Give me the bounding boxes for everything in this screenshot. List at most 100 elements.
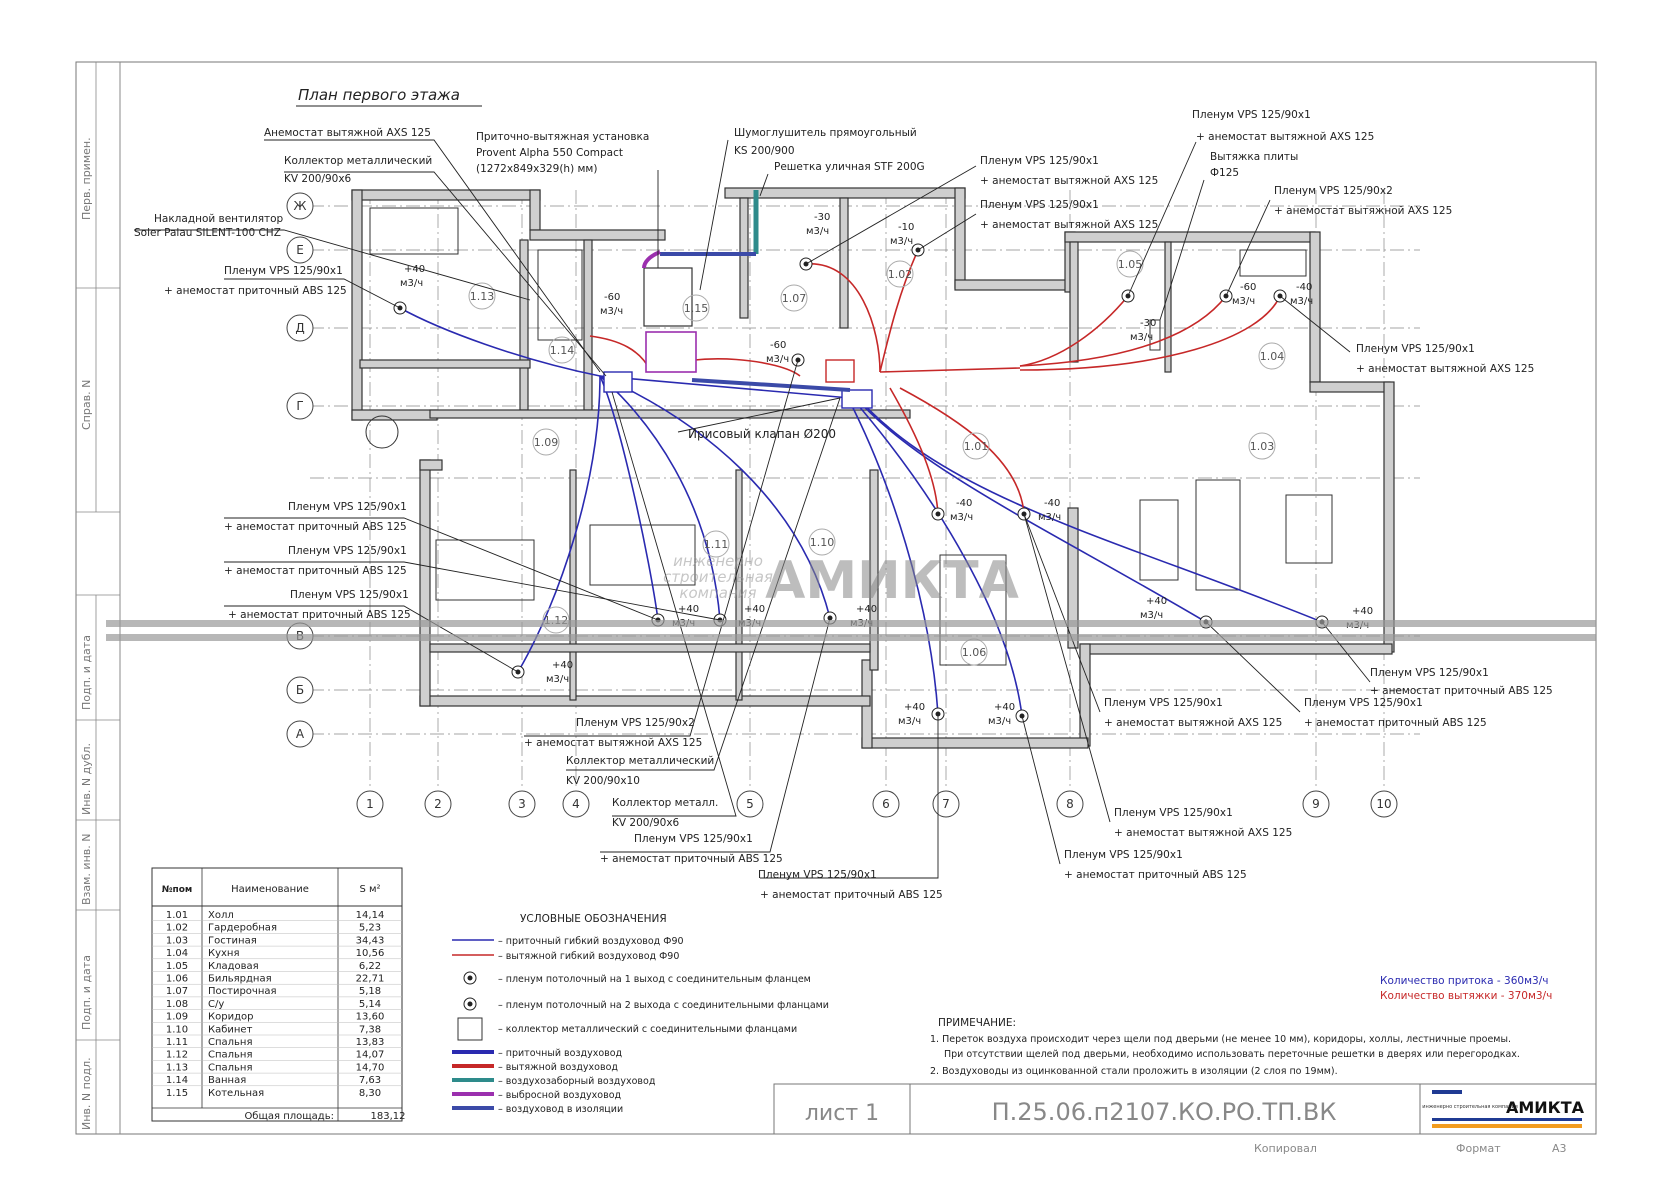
axis-bubbles-letters: Ж Е Д Г В Б А [286,192,314,748]
supply-collector [841,389,873,409]
airflow-unit: м3/ч [1038,512,1061,523]
partition [839,197,849,329]
callout-text: Пленум VPS 125/90х1 [634,833,753,845]
supply-collector [603,371,633,393]
exhaust-total: Количество вытяжки - 370м3/ч [1380,990,1552,1002]
table-total-label: Общая площадь: [244,1111,334,1122]
legend-item: – приточный гибкий воздуховод Ф90 [498,936,684,947]
table-cell-number: 1.07 [166,986,188,997]
exhaust-duct [1019,295,1281,371]
kitchen-hood [1149,319,1161,351]
table-cell-number: 1.08 [166,999,188,1010]
side-label: Инв. N дубл. [80,743,93,815]
callout-text: Пленум VPS 125/90х1 [1104,697,1223,709]
partition [583,239,593,411]
wall [351,409,438,421]
callout-text: Пленум VPS 125/90х2 [576,717,695,729]
table-cell-area: 7,38 [359,1024,381,1035]
axis-label: Е [296,243,304,257]
supply-duct [599,375,721,621]
callout-text: Provent Alpha 550 Compact [476,147,623,159]
leader-line [284,171,607,377]
exhaust-duct [899,387,1025,515]
callout-text: Вытяжка плиты [1210,151,1298,163]
sofa [1195,479,1241,591]
wall [1309,381,1391,393]
table-cell-area: 6,22 [359,961,381,972]
legend-item: – коллектор металлический с соединительн… [498,1024,797,1035]
axis-label: 6 [882,797,890,811]
room-number: 1.11 [704,538,729,551]
supply-duct [847,397,939,715]
legend-item: – воздухозаборный воздуховод [498,1076,656,1087]
table-cell-name: С/у [208,999,224,1010]
exhaust-collector [825,359,855,383]
callout-leaders [134,139,1371,879]
axis-label: 3 [518,797,526,811]
callout-text: (1272х849х329(h) мм) [476,163,597,175]
room-number: 1.13 [470,290,495,303]
leader-line [1225,199,1271,297]
wall [1079,643,1393,655]
callout-text: + анемостат приточный ABS 125 [164,285,347,297]
wall [351,189,363,421]
callout-text: Коллектор металлический [284,155,432,167]
room-number: 1.05 [1118,258,1143,271]
plenum [931,507,945,521]
leader-line [1159,179,1205,321]
callout-text: Решетка уличная STF 200G [774,161,925,173]
callout-text: Пленум VPS 125/90х1 [980,155,1099,167]
airflow-value: +40 [678,604,699,615]
legend-title: УСЛОВНЫЕ ОБОЗНАЧЕНИЯ [520,913,667,925]
callout-text: Ирисовый клапан Ø200 [688,427,836,441]
table-cell-area: 10,56 [356,948,385,959]
table-cell-name: Коридор [208,1012,253,1023]
airflow-value: -60 [1240,282,1256,293]
leader-line [1279,295,1351,353]
callout-text: Приточно-вытяжная установка [476,131,649,143]
airflow-value: -10 [898,222,914,233]
airflow-value: -30 [1140,318,1156,329]
legend-item: – выбросной воздуховод [498,1090,622,1101]
side-label: Справ. N [80,380,93,430]
callout-text: Пленум VPS 125/90х1 [980,199,1099,211]
table-cell-area: 8,30 [359,1088,381,1099]
airflow-unit: м3/ч [1232,296,1255,307]
leader-line [264,139,601,373]
callout-text: Шумоглушитель прямоугольный [734,127,917,139]
exhaust-duct [1019,295,1227,367]
room-number: 1.07 [782,292,807,305]
wall [1064,231,1316,243]
callout-text: KV 200/90х10 [566,775,640,787]
wall [1309,231,1321,383]
callout-text: + анемостат приточный ABS 125 [228,609,411,621]
side-label: Инв. N подл. [80,1057,93,1130]
airflow-unit: м3/ч [988,716,1011,727]
table-cell-name: Спальня [208,1062,253,1073]
legend-swatch-collector [457,1017,483,1041]
table-cell-area: 14,07 [356,1050,385,1061]
table-cell-name: Кабинет [208,1024,253,1035]
airflow-unit: м3/ч [400,278,423,289]
callout-text: + анемостат вытяжной AXS 125 [1356,363,1534,375]
cabinet [1139,499,1179,581]
insulated-duct [691,378,851,392]
logo-text: АМИКТА [1506,1098,1585,1117]
table-cell-name: Гостиная [208,935,257,946]
notes-title: ПРИМЕЧАНИЕ: [938,1017,1016,1029]
callout-text: Пленум VPS 125/90х1 [1356,343,1475,355]
supply-duct [599,375,831,619]
airflow-value: +40 [1352,606,1373,617]
table-cell-number: 1.15 [166,1088,188,1099]
table-cell-name: Ванная [208,1075,246,1086]
airflow-value: -40 [956,498,972,509]
airflow-value: -60 [604,292,620,303]
notes: ПРИМЕЧАНИЕ: 1. Переток воздуха происходи… [930,1017,1520,1077]
table-cell-name: Котельная [208,1088,264,1099]
leader-line [1023,513,1111,823]
